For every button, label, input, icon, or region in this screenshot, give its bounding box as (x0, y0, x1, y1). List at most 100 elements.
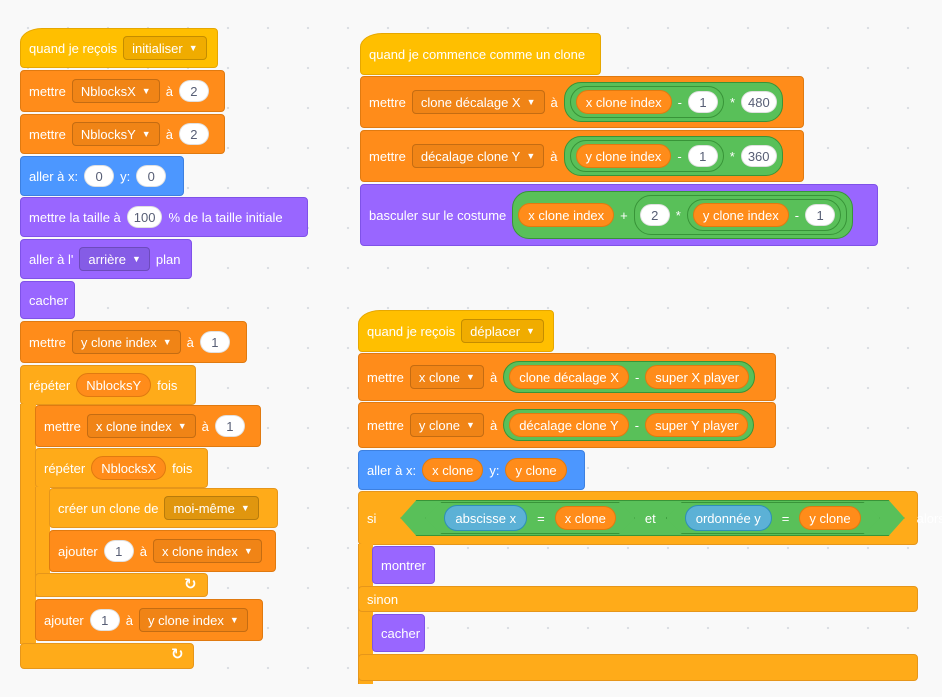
number-input[interactable]: 360 (740, 145, 777, 167)
chevron-down-icon: ▼ (240, 502, 250, 513)
y-clone-index-reporter[interactable]: y clone index (692, 203, 789, 227)
when-i-receive-initialiser-hat[interactable]: quand je reçois initialiser▼ (20, 28, 218, 68)
chevron-down-icon: ▼ (243, 545, 253, 556)
set-variable-block[interactable]: mettre x clone▼ à clone décalage X - sup… (358, 353, 776, 401)
variable-dropdown[interactable]: x clone index▼ (86, 414, 196, 438)
go-to-layer-block[interactable]: aller à l' arrière▼ plan (20, 239, 192, 279)
value-input[interactable]: 1 (214, 415, 245, 437)
loop-arrow-icon: ↻ (171, 646, 184, 663)
number-input[interactable]: 1 (687, 91, 718, 113)
chevron-down-icon: ▼ (466, 371, 475, 382)
else-label-bar: sinon (358, 586, 918, 612)
when-i-start-as-clone-hat[interactable]: quand je commence comme un clone (360, 33, 601, 75)
variable-dropdown[interactable]: x clone▼ (409, 365, 484, 389)
super-x-player-reporter[interactable]: super X player (645, 365, 750, 389)
repeat-bottom (20, 643, 194, 669)
variable-dropdown[interactable]: NblocksY▼ (71, 122, 160, 146)
x-clone-index-reporter[interactable]: x clone index (575, 90, 672, 114)
y-clone-reporter[interactable]: y clone (799, 506, 860, 530)
nblocksx-reporter[interactable]: NblocksX (91, 456, 167, 480)
subtract-operator[interactable]: décalage clone Y - super Y player (503, 409, 755, 441)
variable-dropdown[interactable]: y clone▼ (409, 413, 484, 437)
set-variable-block[interactable]: mettre NblocksX▼ à 2 (20, 70, 225, 112)
create-clone-block[interactable]: créer un clone de moi-même▼ (49, 488, 278, 528)
go-to-xy-block[interactable]: aller à x: x clone y: y clone (358, 450, 585, 490)
x-input[interactable]: 0 (84, 165, 115, 187)
equals-operator[interactable]: ordonnée y = y clone (666, 502, 880, 534)
subtract-operator[interactable]: x clone index - 1 (569, 86, 724, 118)
chevron-down-icon: ▼ (177, 420, 187, 431)
layer-dropdown[interactable]: arrière▼ (79, 247, 150, 271)
multiply-operator[interactable]: y clone index - 1 * 360 (563, 136, 783, 176)
chevron-down-icon: ▼ (526, 325, 535, 336)
set-variable-block[interactable]: mettre clone décalage X▼ à x clone index… (360, 76, 804, 128)
variable-dropdown[interactable]: x clone index▼ (152, 539, 262, 563)
repeat-block[interactable]: répéter NblocksX fois (35, 448, 208, 488)
switch-costume-block[interactable]: basculer sur le costume x clone index + … (360, 184, 878, 246)
when-i-receive-deplacer-hat[interactable]: quand je reçois déplacer▼ (358, 310, 554, 352)
value-input[interactable]: 2 (178, 123, 209, 145)
hide-block[interactable]: cacher (20, 281, 75, 319)
value-input[interactable]: 1 (103, 540, 134, 562)
value-input[interactable]: 2 (178, 80, 209, 102)
variable-dropdown[interactable]: clone décalage X▼ (411, 90, 545, 114)
multiply-operator[interactable]: 2 * y clone index - 1 (633, 195, 848, 235)
variable-dropdown[interactable]: y clone index▼ (138, 608, 248, 632)
chevron-down-icon: ▼ (466, 419, 475, 430)
super-y-player-reporter[interactable]: super Y player (645, 413, 749, 437)
set-size-block[interactable]: mettre la taille à 100 % de la taille in… (20, 197, 308, 237)
if-arm (358, 544, 373, 684)
change-variable-block[interactable]: ajouter 1 à x clone index▼ (49, 530, 276, 572)
value-input[interactable]: 1 (199, 331, 230, 353)
x-clone-index-reporter[interactable]: x clone index (518, 203, 615, 227)
subtract-operator[interactable]: clone décalage X - super X player (503, 361, 756, 393)
and-operator[interactable]: abscisse x = x clone et ordonnée y = y c… (400, 500, 904, 536)
number-input[interactable]: 2 (639, 204, 670, 226)
change-variable-block[interactable]: ajouter 1 à y clone index▼ (35, 599, 263, 641)
y-clone-reporter[interactable]: y clone (505, 458, 567, 482)
number-input[interactable]: 1 (687, 145, 718, 167)
subtract-operator[interactable]: y clone index - 1 (686, 199, 842, 231)
value-input[interactable]: 1 (89, 609, 120, 631)
x-clone-reporter[interactable]: x clone (555, 506, 616, 530)
subtract-operator[interactable]: y clone index - 1 (569, 140, 724, 172)
nblocksy-reporter[interactable]: NblocksY (76, 373, 152, 397)
add-operator[interactable]: x clone index + 2 * y clone index - 1 (512, 191, 854, 239)
variable-dropdown[interactable]: décalage clone Y▼ (411, 144, 545, 168)
hide-block[interactable]: cacher (372, 614, 425, 652)
equals-operator[interactable]: abscisse x = x clone (425, 502, 635, 534)
y-clone-index-reporter[interactable]: y clone index (575, 144, 672, 168)
repeat-bottom (35, 573, 208, 597)
number-input[interactable]: 480 (741, 91, 777, 113)
multiply-operator[interactable]: x clone index - 1 * 480 (563, 82, 783, 122)
set-variable-block[interactable]: mettre y clone index▼ à 1 (20, 321, 247, 363)
set-variable-block[interactable]: mettre x clone index▼ à 1 (35, 405, 261, 447)
variable-dropdown[interactable]: y clone index▼ (71, 330, 181, 354)
if-else-bottom (358, 654, 918, 681)
variable-dropdown[interactable]: NblocksX▼ (71, 79, 160, 103)
chevron-down-icon: ▼ (229, 614, 239, 625)
y-input[interactable]: 0 (136, 165, 167, 187)
x-clone-reporter[interactable]: x clone (422, 458, 484, 482)
message-dropdown[interactable]: initialiser▼ (123, 36, 207, 60)
size-input[interactable]: 100 (126, 206, 163, 228)
repeat-block[interactable]: répéter NblocksY fois (20, 365, 196, 405)
clone-target-dropdown[interactable]: moi-même▼ (164, 496, 259, 520)
if-else-block[interactable]: si abscisse x = x clone et ordonnée y = … (358, 491, 942, 545)
chevron-down-icon: ▼ (141, 85, 151, 96)
y-position-reporter[interactable]: ordonnée y (685, 505, 772, 531)
message-dropdown[interactable]: déplacer▼ (461, 319, 544, 343)
hat-label: quand je reçois (29, 40, 118, 56)
set-variable-block[interactable]: mettre décalage clone Y▼ à y clone index… (360, 130, 804, 182)
loop-arrow-icon: ↻ (184, 576, 197, 593)
set-variable-block[interactable]: mettre y clone▼ à décalage clone Y - sup… (358, 402, 776, 448)
repeat-arm (35, 487, 50, 597)
x-position-reporter[interactable]: abscisse x (444, 505, 527, 531)
set-variable-block[interactable]: mettre NblocksY▼ à 2 (20, 114, 225, 154)
show-block[interactable]: montrer (372, 546, 435, 584)
go-to-xy-block[interactable]: aller à x: 0 y: 0 (20, 156, 184, 196)
chevron-down-icon: ▼ (188, 42, 198, 53)
clone-offset-x-reporter[interactable]: clone décalage X (509, 365, 629, 389)
clone-offset-y-reporter[interactable]: décalage clone Y (509, 413, 629, 437)
number-input[interactable]: 1 (805, 204, 836, 226)
